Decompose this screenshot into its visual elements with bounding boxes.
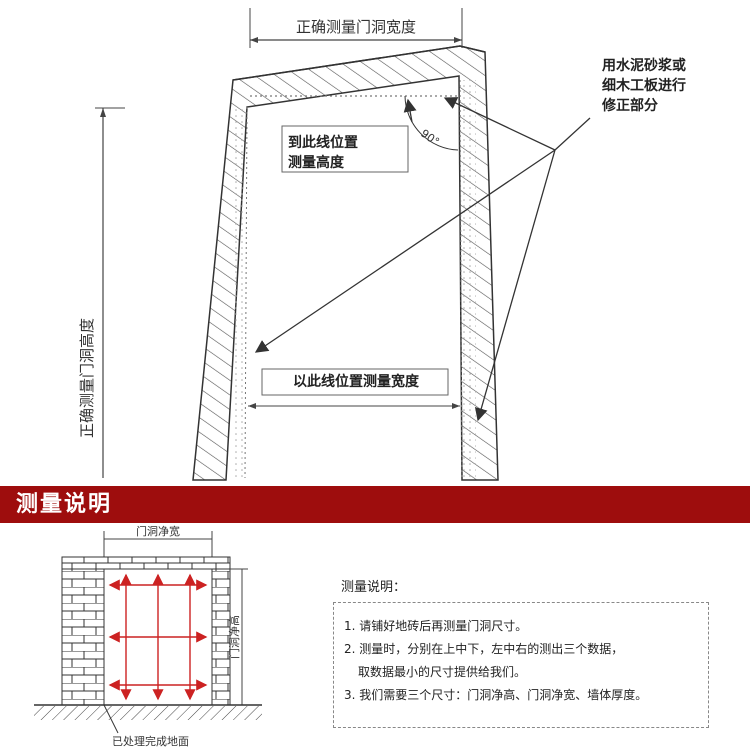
dim-left-label: 正确测量门洞高度 xyxy=(78,318,96,438)
net-width-label: 门洞净宽 xyxy=(136,524,180,538)
info-item: 3. 我们需要三个尺寸：门洞净高、门洞净宽、墙体厚度。 xyxy=(344,688,648,702)
info-title: 测量说明： xyxy=(341,580,407,595)
right-jamb-fill xyxy=(462,80,476,478)
banner-title: 测量说明 xyxy=(16,491,113,517)
lintel xyxy=(61,556,231,570)
width-measure-arrow xyxy=(248,403,460,409)
dim-top-label: 正确测量门洞宽度 xyxy=(296,18,416,36)
section-banner: 测量说明 xyxy=(0,486,750,523)
brick-doorway-diagram: 门洞净宽 门洞净高 已处理完成地面 xyxy=(34,524,262,748)
info-item: 取数据最小的尺寸提供给我们。 xyxy=(358,665,527,679)
correction-note-line: 修正部分 xyxy=(602,98,658,114)
net-height-label: 门洞净高 xyxy=(227,615,241,659)
height-line-note-line: 到此线位置 xyxy=(288,135,358,151)
left-jamb-fill xyxy=(232,108,246,478)
correction-note-line: 用水泥砂浆或 xyxy=(602,58,686,74)
info-item: 2. 测量时，分别在上中下，左中右的测出三个数据， xyxy=(344,642,624,656)
left-height-dimension: 正确测量门洞高度 xyxy=(78,107,125,478)
door-frame-correction-diagram: 正确测量门洞宽度 正确测量门洞高度 90° xyxy=(78,8,591,481)
height-line-note: 到此线位置 测量高度 xyxy=(288,133,408,173)
ground-label: 已处理完成地面 xyxy=(112,734,189,748)
ground-hatch xyxy=(34,706,262,720)
height-line-note-line: 测量高度 xyxy=(288,155,344,171)
top-width-dimension: 正确测量门洞宽度 xyxy=(249,8,463,48)
info-item: 1. 请铺好地砖后再测量门洞尺寸。 xyxy=(344,619,528,633)
width-line-label: 以此线位置测量宽度 xyxy=(293,374,419,390)
left-brick-wall xyxy=(61,556,105,706)
info-list: 1. 请铺好地砖后再测量门洞尺寸。 2. 测量时，分别在上中下，左中右的测出三个… xyxy=(344,615,704,707)
correction-note-line: 细木工板进行 xyxy=(602,78,686,94)
measurement-arrows xyxy=(108,573,208,701)
info-box xyxy=(333,602,709,728)
correction-note: 用水泥砂浆或 细木工板进行 修正部分 xyxy=(602,56,742,116)
net-width-dimension: 门洞净宽 xyxy=(103,524,213,557)
